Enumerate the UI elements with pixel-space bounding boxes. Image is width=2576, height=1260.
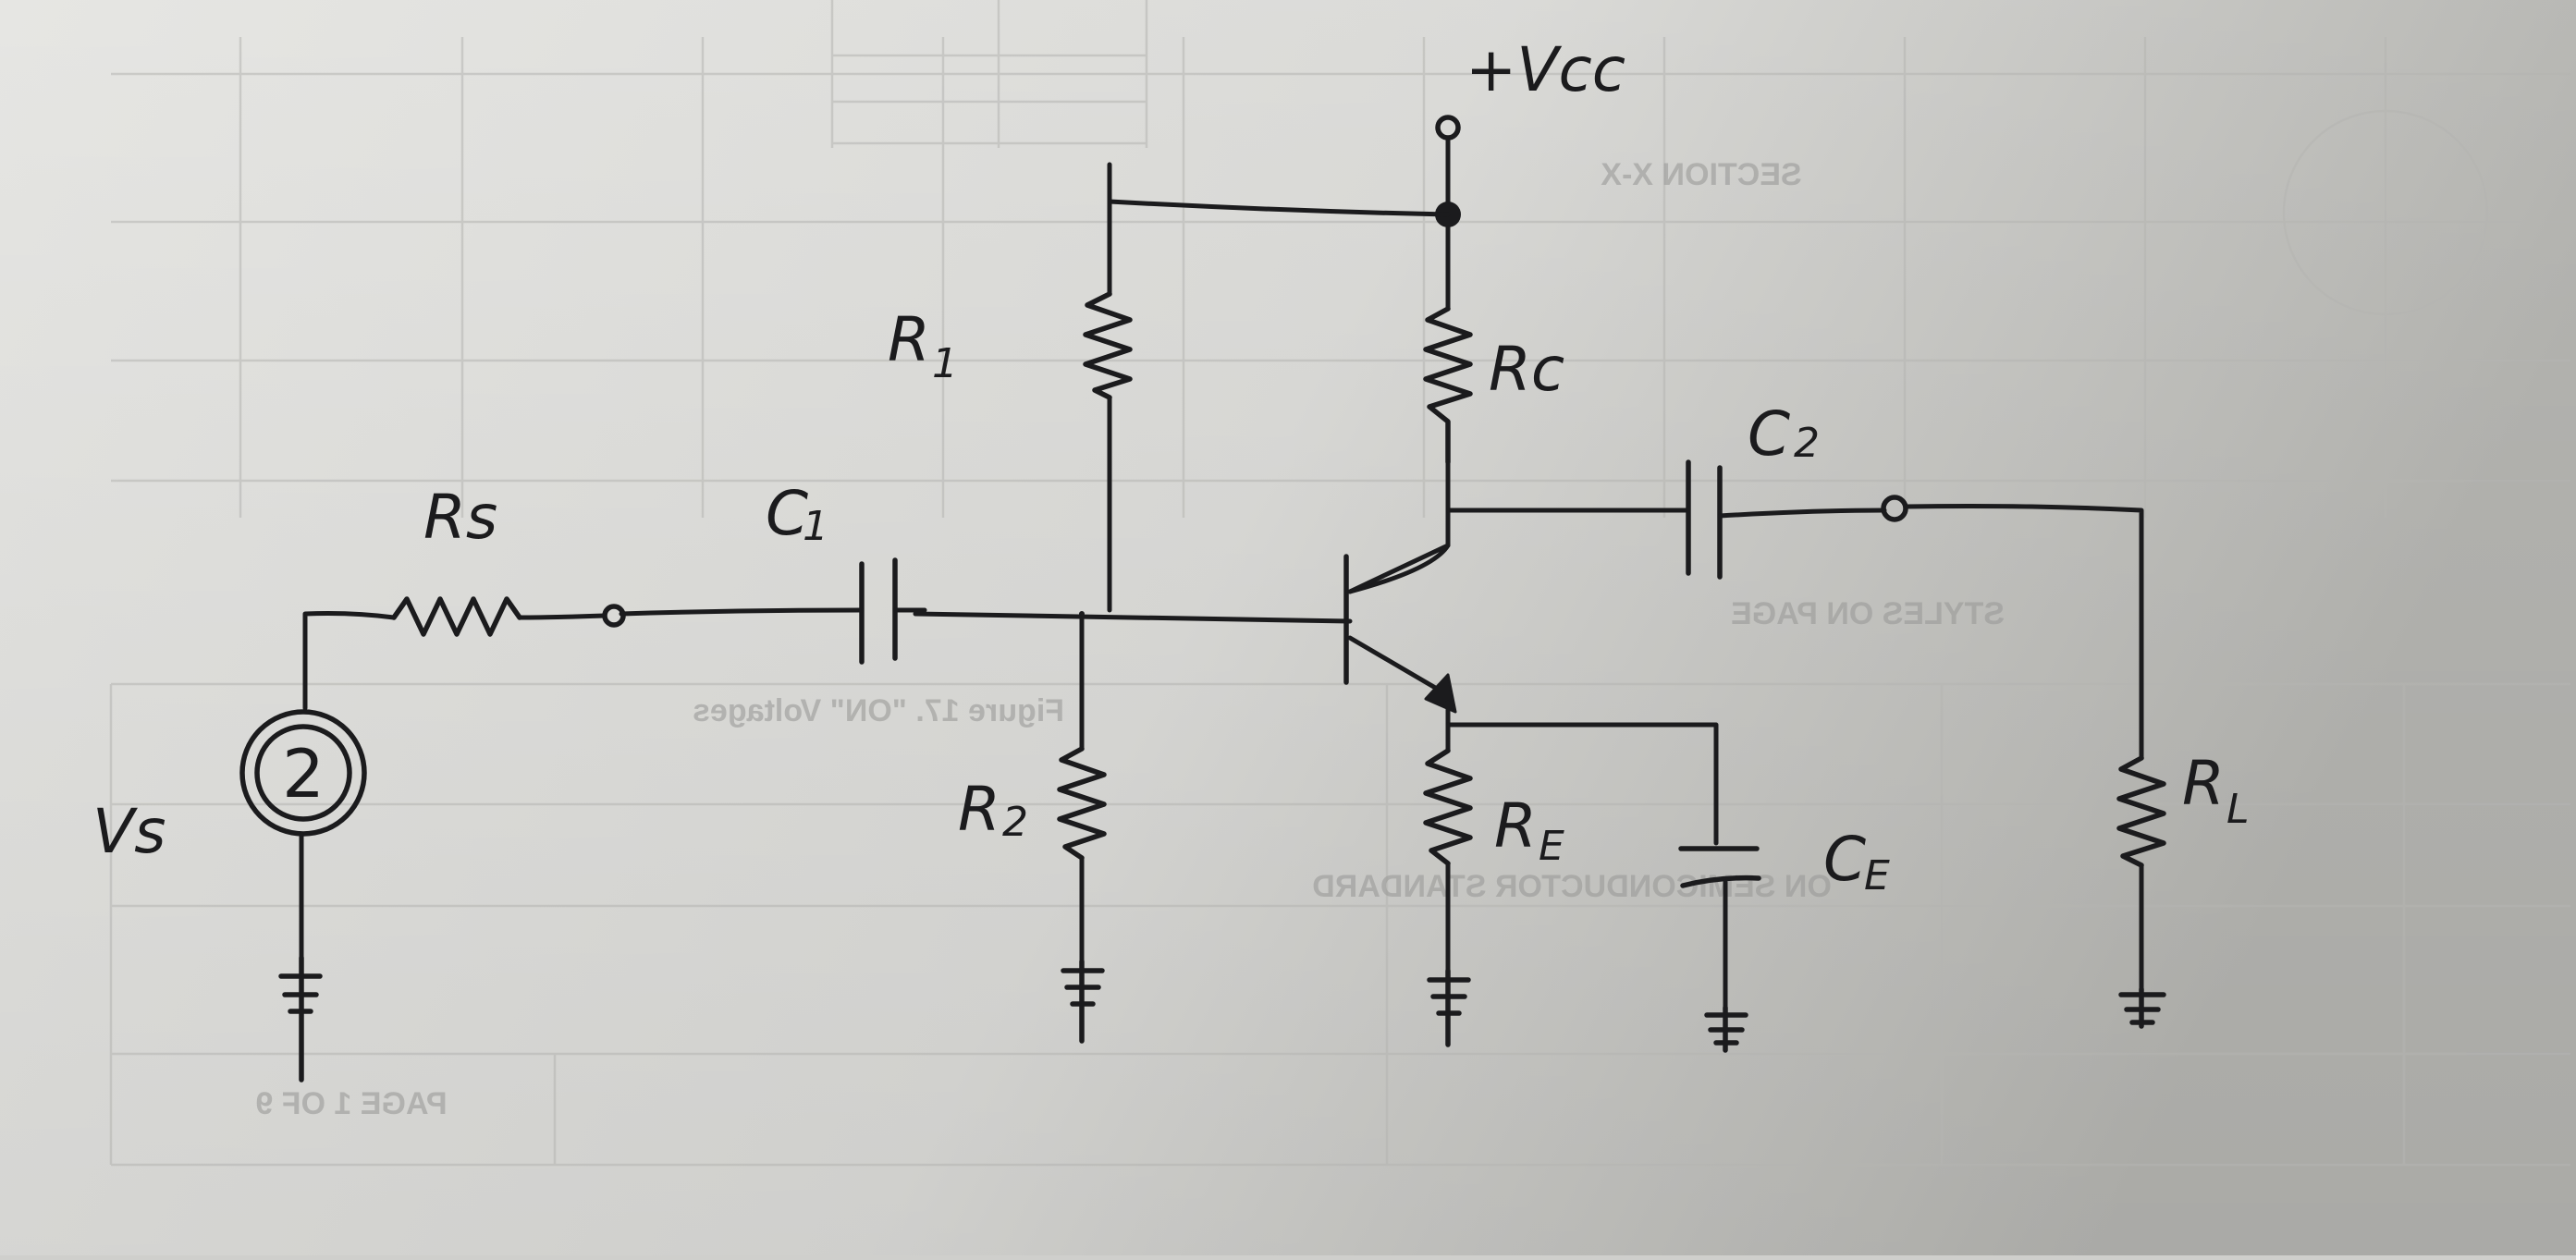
rs-right-wire (517, 613, 607, 620)
load-top-wire (1903, 504, 2144, 761)
bleed-text-5: SECTION X-X (1601, 157, 1802, 192)
r1-label: R (888, 304, 930, 375)
rl-subscript: L (2226, 786, 2250, 833)
rs-label: Rs (423, 482, 497, 553)
re-label: R (1494, 790, 1537, 862)
ce-ground (1704, 1005, 1748, 1053)
c1-subscript: 1 (803, 503, 828, 550)
bleed-text-3: ON SEMICONDUCTOR STANDARD (1312, 869, 1832, 904)
c2-output-wire (1717, 508, 1887, 519)
r1-resistor (1083, 291, 1133, 400)
rs-left-wire (302, 611, 397, 711)
base-wire (913, 611, 1353, 624)
r2-label: R (958, 774, 1000, 845)
r2-ground (1061, 959, 1105, 1044)
rl-resistor (2116, 755, 2166, 868)
re-resistor (1423, 748, 1473, 866)
bleed-through-text: STYLES ON PAGE Figure 17. "ON" Voltages … (255, 157, 2005, 1121)
vs-ground (278, 955, 323, 1083)
c1-label: C (766, 478, 808, 549)
rc-resistor (1423, 306, 1473, 465)
vs-source-inner-circle (254, 724, 352, 822)
r2-subscript: 2 (1002, 799, 1028, 846)
bleed-text-2: Figure 17. "ON" Voltages (693, 693, 1064, 728)
r2-resistor (1057, 746, 1107, 861)
rl-ground (2118, 986, 2166, 1029)
ce-subscript: E (1864, 852, 1890, 899)
rc-label: Rc (1489, 334, 1564, 405)
vcc-rail-wire (1107, 199, 1451, 217)
c2-subscript: 2 (1794, 420, 1820, 467)
ce-label: C (1823, 824, 1866, 895)
re-subscript: E (1539, 823, 1564, 870)
re-ground (1427, 968, 1471, 1047)
transistor-collector-lead (1347, 543, 1451, 594)
ce-top-wire (1445, 722, 1719, 846)
c2-capacitor (1686, 459, 1723, 580)
r1-subscript: 1 (932, 340, 958, 387)
ac-symbol: 2 (282, 735, 325, 813)
c1-input-wire (619, 607, 865, 617)
rl-label: R (2182, 748, 2225, 819)
vcc-label: +Vcc (1466, 34, 1625, 105)
bleed-text-1: STYLES ON PAGE (1731, 596, 2005, 631)
c2-label: C (1748, 398, 1790, 470)
bleed-text-4: PAGE 1 OF 9 (255, 1086, 447, 1121)
rs-resistor (391, 596, 522, 637)
vs-label: Vs (92, 796, 166, 867)
ce-capacitor (1678, 846, 1761, 888)
bleed-through-graphics (109, 0, 2570, 1167)
transistor-emitter-lead (1347, 635, 1451, 698)
